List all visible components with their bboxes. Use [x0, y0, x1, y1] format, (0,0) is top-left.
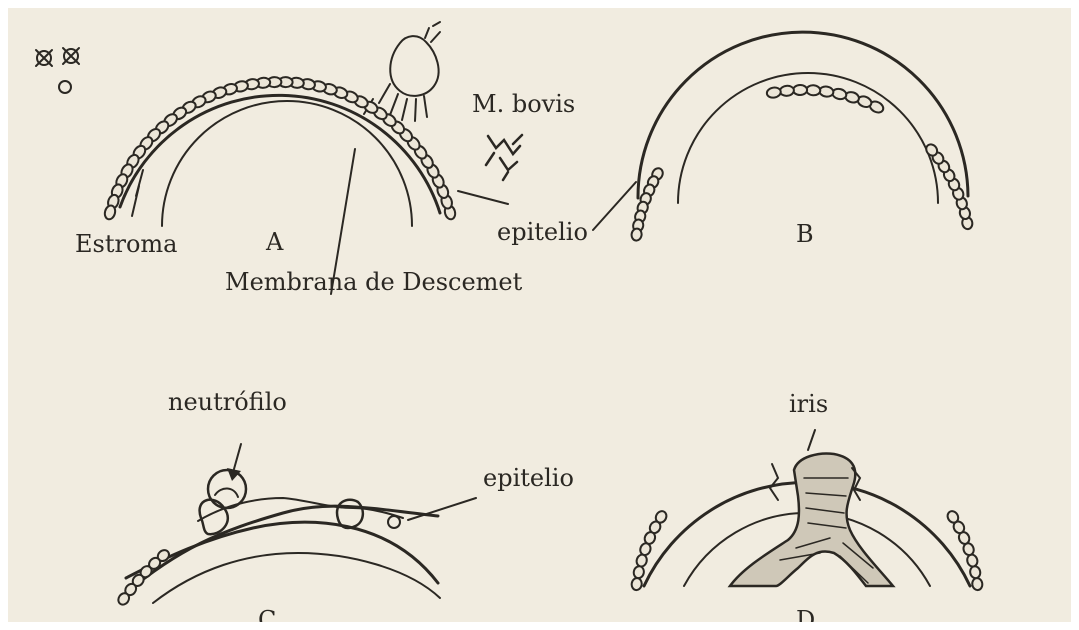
epithelial-cell — [969, 565, 981, 579]
panel-a-cornea — [103, 77, 456, 226]
panel-c-epithelial-cells — [116, 548, 171, 607]
epithelial-cell — [635, 553, 648, 567]
epithelial-cell — [806, 85, 821, 96]
epithelial-cell — [631, 577, 643, 590]
epithelial-cell — [633, 565, 645, 579]
panel-d-label: D — [796, 608, 815, 622]
dust-glyphs — [36, 48, 79, 93]
neutrofilo-label: neutrófilo — [168, 390, 287, 414]
panel-a-label: A — [266, 230, 283, 254]
epithelial-cell — [972, 577, 984, 590]
cornea-diagram-figure: M. bovis Estroma A epitelio B Membrana d… — [8, 8, 1071, 622]
panel-d-cornea — [631, 430, 983, 591]
m-bovis-label: M. bovis — [472, 92, 575, 116]
m-bovis-bacteria-icon — [486, 135, 522, 180]
panel-b-epithelial-cells — [631, 85, 974, 241]
panel-b-cornea — [631, 32, 974, 241]
epithelial-cell — [779, 85, 794, 96]
epitelio-label-bottom: epitelio — [483, 466, 574, 490]
iris-label: iris — [789, 392, 828, 416]
panel-c-label: C — [258, 608, 276, 622]
epithelial-cell — [103, 204, 116, 220]
epitelio-label-top: epitelio — [497, 220, 588, 244]
panel-c-cornea — [116, 444, 476, 607]
epithelial-cell — [766, 86, 782, 98]
membrana-descemet-label: Membrana de Descemet — [225, 270, 522, 294]
epithelial-cell — [793, 85, 807, 95]
panel-b-label: B — [796, 222, 814, 246]
epithelial-cell — [631, 228, 643, 241]
estroma-label: Estroma — [75, 232, 177, 256]
iris-prolapse — [730, 454, 893, 586]
